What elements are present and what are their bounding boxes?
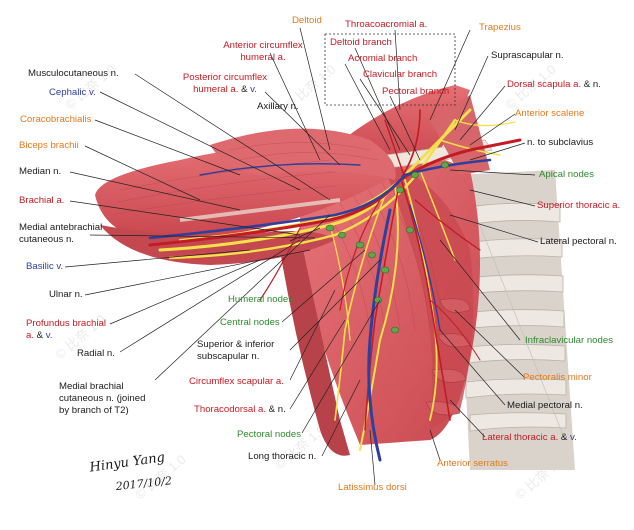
label-pectoralis-minor: Pectoralis minor <box>523 372 592 383</box>
label-posterior-circumflex-humeral: Posterior circumflex humeral a. & v. <box>182 72 268 95</box>
venous-tree <box>148 158 492 462</box>
label-biceps-brachii: Biceps brachii <box>19 140 79 151</box>
svg-text:Hinyu Yang: Hinyu Yang <box>88 450 166 476</box>
label-long-thoracic-nerve: Long thoracic n. <box>248 451 317 462</box>
label-coracobrachialis: Coracobrachialis <box>20 114 92 125</box>
label-dorsal-scapula: Dorsal scapula a. & n. <box>507 79 601 90</box>
label-cephalic-vein: Cephalic v. <box>49 87 96 98</box>
label-thoracoacromial-artery: Throacoacromial a. <box>345 19 428 30</box>
label-latissimus-dorsi: Latissimus dorsi <box>338 482 407 493</box>
label-medial-pectoral-nerve: Medial pectoral n. <box>507 400 583 411</box>
label-anterior-serratus: Anterior serratus <box>437 458 508 469</box>
label-superior-thoracic-artery: Superior thoracic a. <box>537 200 621 211</box>
label-anterior-circumflex-humeral: Anterior circumflex humeral a. <box>223 40 303 63</box>
label-deltoid-branch: Deltoid branch <box>330 37 392 48</box>
label-clavicular-branch: Clavicular branch <box>363 69 438 80</box>
label-infraclavicular-nodes: Infraclavicular nodes <box>525 335 613 346</box>
label-thoracodorsal: Thoracodorsal a. & n. <box>194 404 286 415</box>
arterial-tree <box>148 109 522 431</box>
label-acromial-branch: Acromial branch <box>348 53 418 64</box>
label-musculocutaneous-nerve: Musculocutaneous n. <box>28 68 119 79</box>
label-humeral-nodes: Humeral nodes <box>228 294 294 305</box>
label-central-nodes: Central nodes <box>220 317 280 328</box>
label-anterior-scalene: Anterior scalene <box>515 108 585 119</box>
label-profundus-brachial: Profundus brachial a. & v. <box>26 318 106 341</box>
svg-text:2017/10/2: 2017/10/2 <box>114 474 172 493</box>
label-ulnar-nerve: Ulnar n. <box>49 289 83 300</box>
label-brachial-artery: Brachial a. <box>19 195 65 206</box>
label-medial-brachial-cutaneous: Medial brachial cutaneous n. (joined by … <box>59 381 146 416</box>
label-subscapular-nerves: Superior & inferior subscapular n. <box>197 339 275 362</box>
label-radial-nerve: Radial n. <box>77 348 115 359</box>
label-axillary-nerve: Axillary n. <box>257 101 299 112</box>
label-pectoral-branch: Pectoral branch <box>382 86 450 97</box>
label-suprascapular-nerve: Suprascapular n. <box>491 50 564 61</box>
label-apical-nodes: Apical nodes <box>539 169 594 180</box>
label-nerve-to-subclavius: n. to subclavius <box>527 137 594 148</box>
rib-cage <box>449 170 575 470</box>
label-circumflex-scapular-artery: Circumflex scapular a. <box>189 376 284 387</box>
artist-signature: Hinyu Yang 2017/10/2 <box>88 450 173 493</box>
label-median-nerve: Median n. <box>19 166 62 177</box>
label-basilic-vein: Basilic v. <box>26 261 64 272</box>
leader-lines <box>64 27 539 486</box>
label-pectoral-nodes: Pectoral nodes <box>237 429 301 440</box>
label-lateral-thoracic: Lateral thoracic a. & v. <box>482 432 577 443</box>
branch-callout-box <box>324 33 456 106</box>
lymph-nodes <box>325 161 449 334</box>
label-medial-antebrachial-cutaneous: Medial antebrachial cutaneous n. <box>19 222 103 245</box>
label-lateral-pectoral-nerve: Lateral pectoral n. <box>540 236 617 247</box>
label-deltoid: Deltoid <box>292 15 322 26</box>
label-trapezius: Trapezius <box>479 22 521 33</box>
